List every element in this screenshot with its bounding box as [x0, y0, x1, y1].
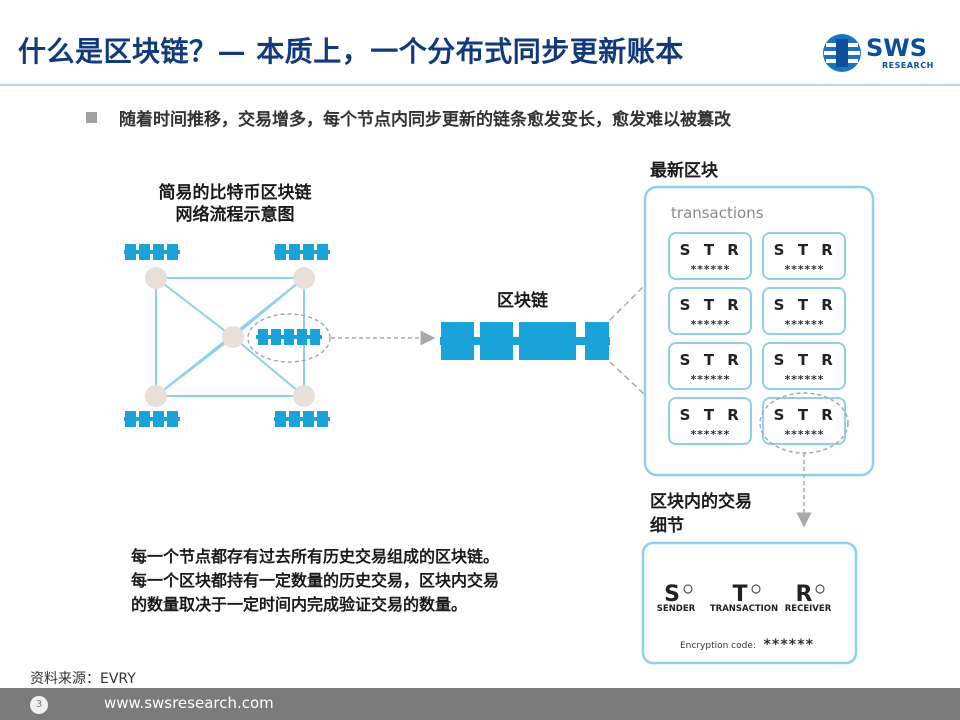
tx-letter: T [798, 296, 809, 314]
tx-letter: S [774, 406, 785, 424]
logo-wordmark: SWS [866, 34, 928, 62]
logo-subtitle: RESEARCH [882, 61, 934, 70]
detail-label-line1: 区块内的交易 [650, 492, 752, 512]
node-ledger-center [256, 329, 322, 345]
detail-role-label: SENDER [657, 604, 696, 614]
chain-label: 区块链 [497, 291, 548, 311]
footer-url[interactable]: www.swsresearch.com [104, 694, 274, 712]
tx-mask: ****** [784, 318, 824, 331]
transaction-card-frame [762, 342, 846, 390]
bullet-text: 随着时间推移，交易增多，每个节点内同步更新的链条愈发变长，愈发难以被篡改 [119, 110, 731, 130]
tx-letter: R [821, 406, 833, 424]
tx-letter: T [704, 351, 715, 369]
tx-letter: R [727, 351, 739, 369]
tx-letter: R [727, 241, 739, 259]
detail-role-label: TRANSACTION [710, 604, 778, 614]
tx-letter: S [774, 351, 785, 369]
bullet-square-icon [86, 112, 97, 123]
tx-mask: ****** [784, 373, 824, 386]
tx-letter: T [798, 241, 809, 259]
encryption-label: Encryption code: [680, 641, 756, 651]
transaction-card-frame [668, 287, 752, 335]
node-ledger-top-left [124, 244, 180, 260]
tx-letter: T [704, 241, 715, 259]
tx-letter: S [680, 241, 691, 259]
tx-mask: ****** [784, 263, 824, 276]
blockchain [440, 322, 610, 360]
node-ledger-top-right [274, 244, 330, 260]
transaction-card-frame [762, 397, 846, 445]
transaction-card-frame [668, 342, 752, 390]
tx-letter: S [680, 351, 691, 369]
detail-role-icon [815, 584, 825, 594]
page-number: 3 [30, 696, 48, 714]
tx-letter: R [821, 296, 833, 314]
transactions-label: transactions [671, 204, 764, 222]
tx-letter: R [821, 241, 833, 259]
tx-letter: S [680, 406, 691, 424]
bullet-point: 随着时间推移，交易增多，每个节点内同步更新的链条愈发变长，愈发难以被篡改 [86, 105, 731, 130]
sws-logo: SWS RESEARCH [822, 30, 947, 76]
detail-role-icon [683, 584, 693, 594]
tx-mask: ****** [690, 428, 730, 441]
network-title-line1: 简易的比特币区块链 [158, 183, 312, 203]
footer-bar: 3 www.swsresearch.com [0, 688, 960, 720]
detail-role-icon [751, 584, 761, 594]
title-divider [0, 84, 960, 86]
tx-letter: T [704, 296, 715, 314]
latest-block-connector-bottom [609, 361, 645, 395]
tx-mask: ****** [784, 428, 824, 441]
tx-letter: S [680, 296, 691, 314]
network-nodes [145, 267, 315, 407]
tx-letter: R [821, 351, 833, 369]
node-ledger-bottom-right [274, 411, 330, 427]
tx-letter: S [774, 241, 785, 259]
tx-mask: ****** [690, 373, 730, 386]
tx-letter: T [704, 406, 715, 424]
transaction-card-frame [668, 397, 752, 445]
latest-block-label: 最新区块 [650, 161, 718, 181]
transaction-card-frame [762, 232, 846, 280]
detail-label-line2: 细节 [650, 516, 684, 536]
detail-role-label: RECEIVER [785, 604, 832, 614]
sws-logo-icon [823, 34, 861, 72]
detail-letter: R [796, 582, 813, 607]
transaction-card-frame [762, 287, 846, 335]
detail-letter: T [732, 582, 747, 607]
transaction-detail-label: 区块内的交易 细节 [650, 490, 790, 538]
transaction-detail [641, 541, 858, 665]
network-title-line2: 网络流程示意图 [175, 205, 295, 225]
encryption-value: ****** [763, 637, 814, 653]
transaction-card-frame [668, 232, 752, 280]
tx-mask: ****** [690, 263, 730, 276]
tx-letter: T [798, 406, 809, 424]
node-ledger-bottom-left [124, 411, 180, 427]
body-paragraph: 每一个节点都存有过去所有历史交易组成的区块链。每一个区块都持有一定数量的历史交易… [131, 547, 500, 614]
tx-letter: R [727, 406, 739, 424]
latest-block-connector-top [609, 285, 645, 321]
source-note: 资料来源：EVRY [30, 671, 136, 687]
network-diagram-title: 简易的比特币区块链 网络流程示意图 [140, 182, 330, 226]
detail-letter: S [664, 582, 680, 607]
tx-mask: ****** [690, 318, 730, 331]
tx-letter: R [727, 296, 739, 314]
highlight-ellipse [247, 313, 331, 363]
page-title: 什么是区块链？— 本质上，一个分布式同步更新账本 [18, 35, 684, 68]
tx-letter: S [774, 296, 785, 314]
tx-letter: T [798, 351, 809, 369]
